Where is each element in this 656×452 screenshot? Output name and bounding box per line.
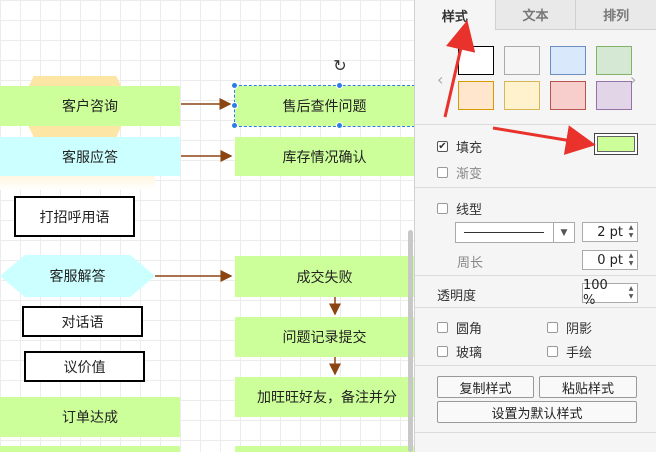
divider	[415, 432, 656, 433]
shadow-checkbox[interactable]	[547, 322, 558, 333]
swatch-orange[interactable]	[458, 81, 494, 110]
panel-tabs: 样式 文本 排列	[415, 0, 656, 30]
stepper-icon[interactable]: ▲▼	[628, 224, 634, 239]
perimeter-input[interactable]: 0 pt ▲▼	[582, 250, 638, 270]
gradient-row: 渐变	[437, 163, 482, 182]
divider	[415, 187, 656, 188]
opacity-label: 透明度	[437, 289, 477, 304]
gradient-checkbox[interactable]	[437, 167, 448, 178]
connectors	[155, 98, 341, 376]
sketch-row: 手绘	[547, 342, 592, 361]
tab-text[interactable]: 文本	[494, 0, 576, 30]
shadow-row: 阴影	[547, 318, 592, 337]
format-panel: 样式 文本 排列 ‹ › ✔ 填充 渐变 线型 ▼ 2 pt ▲▼ 周长 0 p…	[414, 0, 656, 452]
resize-handle-bm[interactable]	[336, 122, 343, 129]
style-swatches	[458, 46, 636, 110]
node-dialogue[interactable]: 对话语	[22, 306, 143, 337]
divider	[415, 365, 656, 366]
swatch-yellow[interactable]	[504, 81, 540, 110]
resize-handle-ml[interactable]	[231, 102, 238, 109]
glass-row: 玻璃	[437, 342, 482, 361]
resize-handle-tl[interactable]	[231, 82, 238, 89]
divider	[415, 307, 656, 308]
fill-label: 填充	[456, 141, 483, 156]
line-preview	[464, 232, 544, 233]
chevron-left-icon[interactable]: ‹	[437, 70, 444, 89]
swatch-purple[interactable]	[596, 81, 632, 110]
fill-color-preview	[597, 136, 635, 152]
node-order-done[interactable]: 订单达成	[0, 397, 180, 437]
node-service-reply[interactable]: 客服应答	[0, 137, 180, 176]
sketch-checkbox[interactable]	[547, 346, 558, 357]
line-style-select[interactable]: ▼	[455, 222, 575, 243]
glass-checkbox[interactable]	[437, 346, 448, 357]
diagram-canvas[interactable]: 客户咨询 售后查件问题 ↻ 客服应答 库存情况确认 打招呼用语 客服解答 成交失…	[0, 0, 414, 452]
stepper-icon[interactable]: ▲▼	[628, 285, 634, 300]
node-add-friend[interactable]: 加旺旺好友，备注并分	[235, 377, 414, 417]
node-service-answer[interactable]: 客服解答	[0, 255, 155, 297]
node-customer-consult[interactable]: 客户咨询	[0, 86, 180, 126]
node-after-sales-selected[interactable]: 售后查件问题	[234, 85, 414, 127]
set-default-style-button[interactable]: 设置为默认样式	[437, 401, 637, 423]
fill-row: ✔ 填充	[437, 137, 482, 156]
chevron-down-icon[interactable]: ▼	[553, 223, 574, 242]
node-bargain[interactable]: 议价值	[24, 351, 145, 382]
divider	[415, 124, 656, 125]
resize-handle-bl[interactable]	[231, 122, 238, 129]
line-label: 线型	[456, 203, 483, 218]
paste-style-button[interactable]: 粘贴样式	[539, 376, 637, 398]
resize-handle-tm[interactable]	[336, 82, 343, 89]
line-checkbox[interactable]	[437, 203, 448, 214]
rotate-handle-icon[interactable]: ↻	[333, 56, 347, 75]
node-partial-bottom-right[interactable]	[235, 446, 414, 452]
copy-style-button[interactable]: 复制样式	[437, 376, 534, 398]
canvas-scrollbar[interactable]	[408, 230, 413, 452]
stepper-icon[interactable]: ▲▼	[628, 252, 634, 267]
opacity-input[interactable]: 100 % ▲▼	[582, 278, 638, 308]
glow-shape	[0, 176, 155, 190]
node-greeting-phrases[interactable]: 打招呼用语	[14, 196, 135, 237]
tab-arrange[interactable]: 排列	[575, 0, 656, 30]
line-width-input[interactable]: 2 pt ▲▼	[582, 222, 638, 242]
swatch-blue[interactable]	[550, 46, 586, 75]
swatch-red[interactable]	[550, 81, 586, 110]
swatch-white[interactable]	[458, 46, 494, 75]
node-record-issue[interactable]: 问题记录提交	[235, 317, 414, 357]
hexagon-shape-fragment	[28, 76, 122, 88]
perimeter-label: 周长	[457, 256, 484, 271]
swatch-gray[interactable]	[504, 46, 540, 75]
gradient-label: 渐变	[456, 167, 483, 182]
swatch-green[interactable]	[596, 46, 632, 75]
chevron-right-icon[interactable]: ›	[630, 70, 637, 89]
tab-style[interactable]: 样式	[415, 0, 495, 30]
fill-color-picker[interactable]	[594, 133, 638, 155]
node-deal-failed[interactable]: 成交失败	[235, 256, 414, 297]
rounded-row: 圆角	[437, 318, 482, 337]
fill-checkbox[interactable]: ✔	[437, 140, 448, 152]
node-partial-bottom[interactable]	[0, 446, 180, 452]
hexagon-shape-fragment-bottom	[28, 125, 122, 137]
rounded-checkbox[interactable]	[437, 322, 448, 333]
divider	[415, 275, 656, 276]
node-stock-check[interactable]: 库存情况确认	[235, 137, 414, 176]
line-row: 线型	[437, 199, 482, 218]
